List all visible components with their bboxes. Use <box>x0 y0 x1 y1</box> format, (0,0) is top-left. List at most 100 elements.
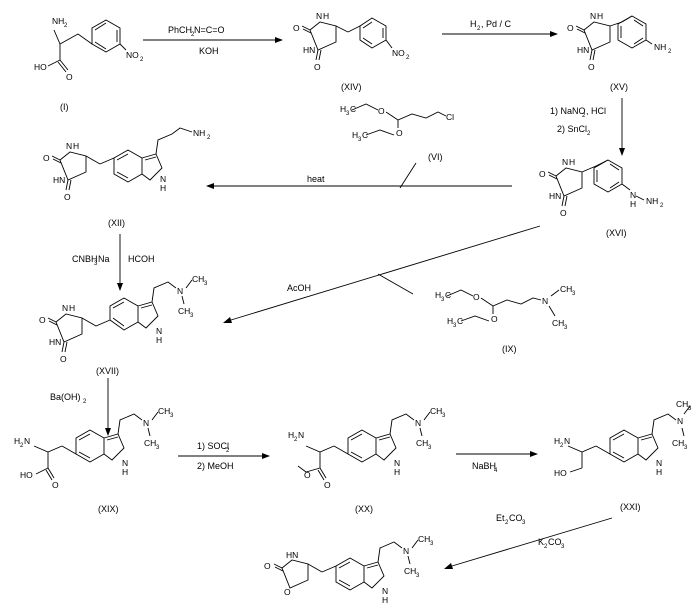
atom-hn: HN <box>303 45 315 55</box>
atom-n: N <box>24 436 30 446</box>
atom-sub: 3 <box>453 323 457 329</box>
atom-n: N <box>122 458 128 468</box>
atom-ch3: CH <box>416 438 428 448</box>
atom-sub: 3 <box>564 325 568 331</box>
atom-ch3: CH <box>158 406 170 416</box>
atom-o: O <box>588 62 595 72</box>
atom-n: N <box>66 141 72 151</box>
atom-cl: Cl <box>446 112 454 122</box>
compound-IX: H 3 C O O H 3 C N CH 3 CH 3 (IX) <box>435 284 576 354</box>
reagent-5-part3: HCOH <box>128 254 155 264</box>
reagent-sub: 2 <box>191 32 195 38</box>
atom-o: O <box>567 23 574 33</box>
atom-h: H <box>160 183 166 193</box>
compound-label-XIX: (XIX) <box>98 504 119 514</box>
compound-XVII: O N H HN O N CH 3 CH 3 N H (XVII) <box>39 274 208 376</box>
reaction-arrow-7: Ba(OH) 2 <box>50 378 111 436</box>
atom-n: N <box>177 286 183 296</box>
atom-o: O <box>39 315 46 325</box>
reagent-sub: 2 <box>544 544 548 550</box>
reagent-sub: 3 <box>94 261 98 267</box>
atom-n: N <box>382 586 388 596</box>
atom-n: N <box>590 11 596 21</box>
atom-o: O <box>304 470 311 480</box>
atom-sub: 3 <box>416 573 420 579</box>
atom-h: H <box>69 303 75 313</box>
atom-ch3: CH <box>418 534 430 544</box>
atom-c: C <box>457 316 463 326</box>
reagent-3-line1: 1) NaNO <box>550 106 586 116</box>
compound-label-XXI: (XXI) <box>620 502 641 512</box>
atom-n: N <box>677 416 683 426</box>
atom-ch3: CH <box>178 306 190 316</box>
atom-c: C <box>350 104 356 114</box>
atom-hn: HN <box>286 550 298 560</box>
atom-n: N <box>542 296 548 306</box>
atom-c: C <box>362 130 368 140</box>
atom-h: H <box>597 11 603 21</box>
reaction-arrow-3: 1) NaNO 2 , HCl 2) SnCl 2 <box>550 98 625 156</box>
atom-n: N <box>156 326 162 336</box>
atom-sub: 2 <box>64 23 68 29</box>
atom-o: O <box>396 128 403 138</box>
reagent-10-line1: Et <box>496 513 505 523</box>
atom-n: N <box>403 546 409 556</box>
atom-oh: HO <box>20 470 33 480</box>
reagent-9: NaBH <box>472 461 496 471</box>
atom-sub: 3 <box>430 541 434 547</box>
atom-n: N <box>143 418 149 428</box>
compound-label-VI: (VI) <box>428 152 443 162</box>
atom-ch3: CH <box>192 274 204 284</box>
atom-sub: 3 <box>688 406 692 412</box>
atom-sub: 3 <box>358 137 362 143</box>
reaction-arrow-10: Et 2 CO 3 K 2 CO 3 <box>444 513 613 569</box>
reagent-sub: 2 <box>582 113 586 119</box>
atom-o: O <box>491 314 498 324</box>
atom-ho: HO <box>554 468 567 478</box>
reagent-10-line2b: CO <box>548 537 562 547</box>
compound-XIX: H 2 N HO O N CH 3 CH 3 N H (XIX) <box>14 406 174 514</box>
atom-sub: 3 <box>204 281 208 287</box>
reaction-arrow-2: H 2 , Pd / C <box>442 19 558 37</box>
atom-nh2: NH <box>646 196 658 206</box>
atom-n: N <box>656 458 662 468</box>
compound-label-XV: (XV) <box>610 82 628 92</box>
atom-o: O <box>324 480 331 490</box>
atom-sub: 2 <box>668 49 672 55</box>
reagent-sub: 2 <box>226 448 230 454</box>
compound-product: O O HN N CH 3 CH 3 N H <box>264 534 434 605</box>
compound-XII: O N H HN O NH 2 N H (XII) <box>43 127 211 228</box>
compound-XIV: O N H HN O NO 2 (XIV) <box>293 11 410 92</box>
reagent-8-line2: 2) MeOH <box>197 461 234 471</box>
compound-XV: O N H HN O NH 2 (XV) <box>567 11 672 92</box>
atom-h: H <box>394 467 400 477</box>
atom-h: H <box>288 430 294 440</box>
reaction-arrow-9: NaBH 4 <box>456 451 538 474</box>
atom-h: H <box>630 199 636 209</box>
atom-o: O <box>43 153 50 163</box>
reagent-sub: 2 <box>83 399 87 405</box>
compound-I: NH 2 HO O NO 2 (I) <box>34 16 144 112</box>
atom-hn: HN <box>549 191 561 201</box>
atom-n: N <box>298 430 304 440</box>
atom-sub: 3 <box>441 297 445 303</box>
atom-o: O <box>264 561 271 571</box>
atom-o: O <box>314 62 321 72</box>
atom-sub: 2 <box>660 203 664 209</box>
atom-o: O <box>378 106 385 116</box>
atom-o: O <box>293 23 300 33</box>
reaction-arrow-6: AcOH <box>223 225 541 323</box>
atom-h: H <box>73 141 79 151</box>
atom-h: H <box>122 467 128 477</box>
atom-o: O <box>473 292 480 302</box>
reagent-3-line1b: , HCl <box>586 106 606 116</box>
atom-ch3: CH <box>672 438 684 448</box>
atom-sub: 3 <box>572 291 576 297</box>
atom-n: N <box>316 11 322 21</box>
compound-label-XX: (XX) <box>355 504 373 514</box>
atom-h: H <box>435 290 441 300</box>
atom-h: H <box>340 104 346 114</box>
reaction-arrow-8: 1) SOCl 2 2) MeOH <box>178 441 270 471</box>
reagent-sub: 4 <box>494 468 498 474</box>
